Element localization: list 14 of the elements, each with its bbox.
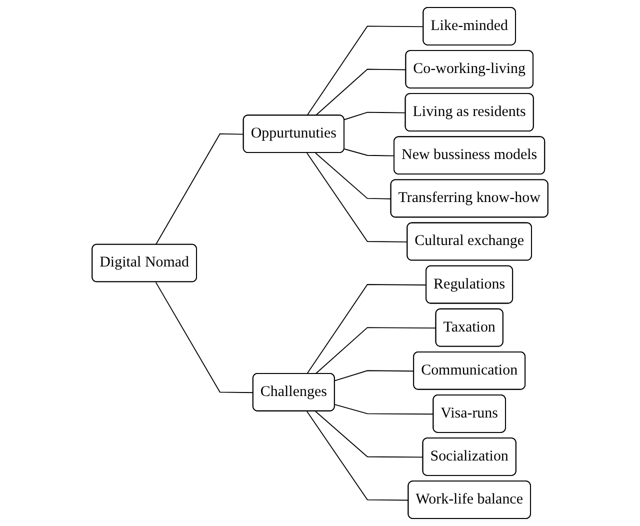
connector [315,327,437,374]
connector [334,370,415,382]
connector [306,284,427,374]
connector [315,68,407,116]
connector [344,148,395,156]
connector [334,404,434,415]
connector [315,152,392,200]
connector [344,112,406,120]
connector [315,410,424,458]
connector [306,26,424,116]
connector [306,410,410,501]
connector [155,133,244,246]
connector [155,282,254,394]
connector [306,152,408,242]
